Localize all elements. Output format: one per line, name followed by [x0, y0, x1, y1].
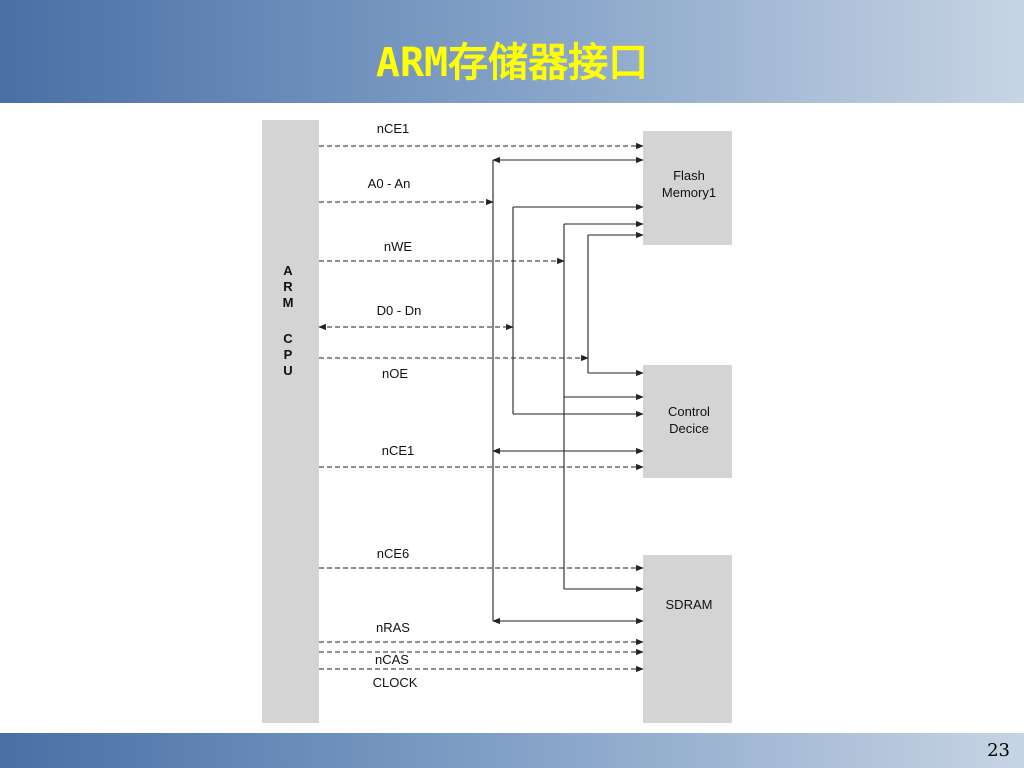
cpu-letter: P	[284, 347, 293, 362]
signal-label-nce1-control: nCE1	[382, 443, 415, 458]
flash-memory-block	[643, 131, 732, 245]
slide-header-bar: ARM存储器接口	[0, 0, 1024, 103]
signal-label-nce1-flash: nCE1	[377, 121, 410, 136]
signal-label-nras: nRAS	[376, 620, 410, 635]
signal-label-clock: CLOCK	[373, 675, 418, 690]
cpu-letter: C	[283, 331, 293, 346]
page-number: 23	[987, 740, 1010, 761]
signal-label-nce6: nCE6	[377, 546, 410, 561]
control-label-line2: Decice	[669, 421, 709, 436]
sdram-block	[643, 555, 732, 723]
signal-label-address: A0 - An	[368, 176, 411, 191]
control-device-block	[643, 365, 732, 478]
cpu-letter: A	[283, 263, 293, 278]
flash-label-line2: Memory1	[662, 185, 716, 200]
arm-cpu-block	[262, 120, 319, 723]
signal-label-data: D0 - Dn	[377, 303, 422, 318]
slide-title: ARM存储器接口	[375, 40, 649, 86]
control-label-line1: Control	[668, 404, 710, 419]
cpu-letter: M	[283, 295, 294, 310]
signal-label-noe: nOE	[382, 366, 408, 381]
sdram-label: SDRAM	[666, 597, 713, 612]
cpu-letter: U	[283, 363, 292, 378]
slide-footer-bar: 23	[0, 733, 1024, 768]
signal-label-ncas: nCAS	[375, 652, 409, 667]
flash-label-line1: Flash	[673, 168, 705, 183]
signal-label-nwe: nWE	[384, 239, 413, 254]
cpu-letter: R	[283, 279, 293, 294]
